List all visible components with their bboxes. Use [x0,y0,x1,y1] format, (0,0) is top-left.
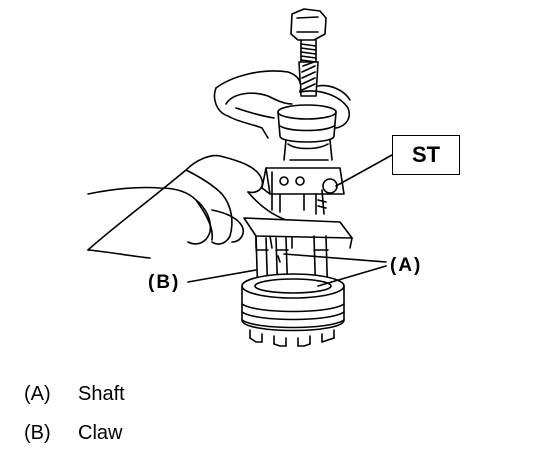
a-leader-line-2 [283,253,387,263]
upper-hand [213,70,351,139]
callout-b-label: (B) [148,272,181,293]
legend-text: Claw [78,422,123,444]
callout-a-label: (A) [390,255,423,276]
st-callout-box: ST [392,135,460,175]
forcing-screw [298,39,319,97]
b-leader-line [187,269,257,283]
a-leader-line-1 [317,265,387,287]
crossbar [261,167,345,215]
gear-sleeve [241,273,345,347]
legend-item-claw: (B) Claw [24,422,122,445]
leader-lines [187,154,393,287]
st-leader-line [335,154,393,187]
legend-key: (B) [24,422,51,444]
legend-key: (A) [24,383,51,405]
tool-top-nut [290,8,327,41]
legend-text: Shaft [78,383,125,405]
tool-body [277,104,337,161]
puller-tool-illustration [87,8,393,347]
lower-hand [87,154,297,259]
st-label: ST [411,142,441,167]
claw-frame [243,217,353,249]
legend-item-shaft: (A) Shaft [24,383,125,406]
